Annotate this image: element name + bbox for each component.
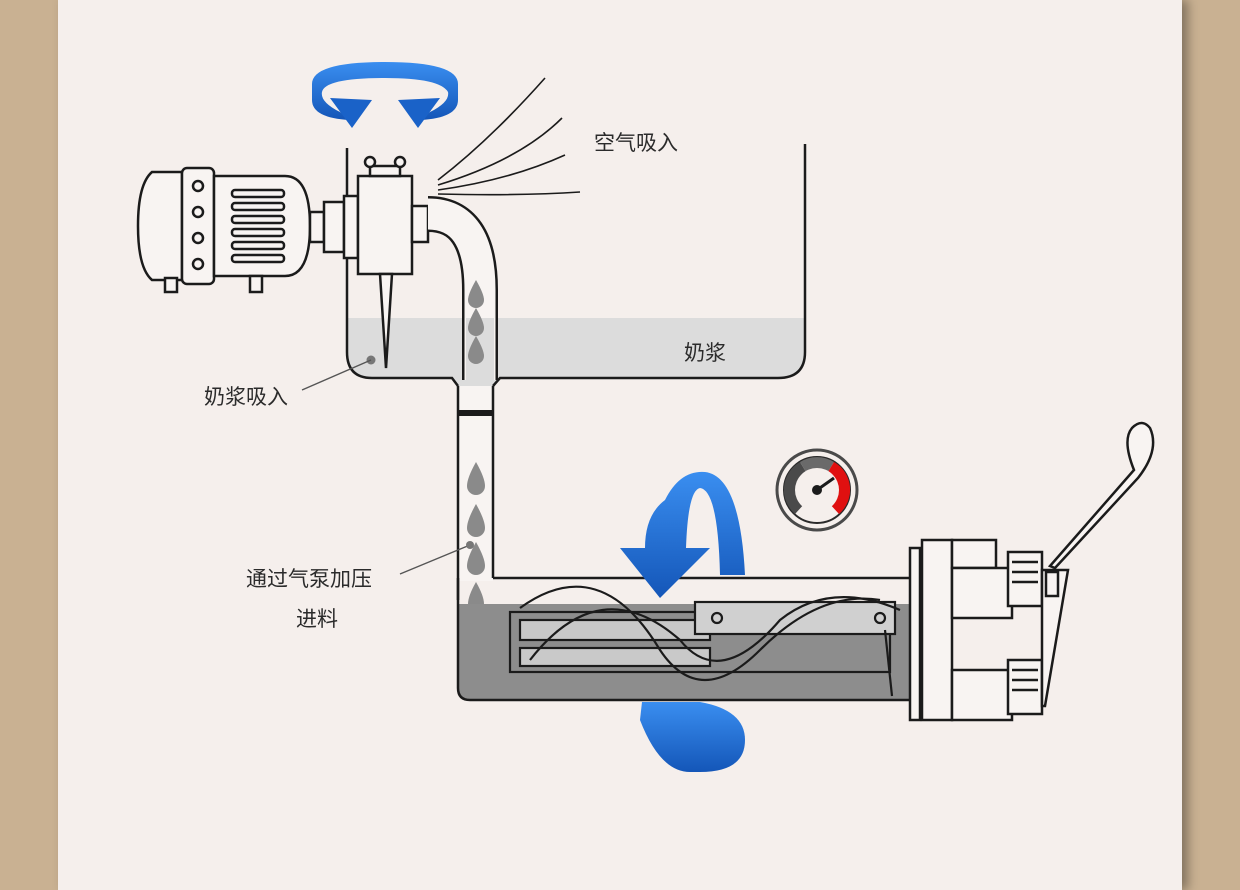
droplet-icon: [468, 308, 484, 336]
droplet-icon: [468, 582, 484, 604]
panel: [58, 0, 1182, 890]
feed-label-line1: 通过气泵加压: [246, 567, 372, 591]
feed-marker: [466, 541, 474, 549]
mixing-chamber: [456, 546, 922, 722]
label-leaders: [301, 359, 471, 575]
pressure-gauge-icon: [775, 448, 859, 532]
droplet-icons: [467, 280, 485, 604]
milk-slurry-label: 奶浆: [684, 341, 726, 365]
droplet-icon: [468, 280, 484, 308]
feed-label-line2: 进料: [296, 607, 338, 631]
motor: [136, 166, 360, 294]
rotation-arrow-icon: [312, 62, 458, 128]
droplet-icon: [467, 462, 485, 495]
air-intake-label: 空气吸入: [594, 131, 678, 155]
droplet-icon: [467, 504, 485, 537]
slurry-intake-label: 奶浆吸入: [204, 385, 288, 409]
droplet-icon: [467, 542, 485, 575]
rotation-arrow-icon: [620, 471, 745, 598]
mixing-head: [356, 155, 430, 369]
rotation-arrow-icon: [640, 702, 745, 772]
droplet-icon: [468, 336, 484, 364]
air-flow-lines: [437, 77, 581, 196]
outlet-valve: [920, 421, 1155, 722]
top-tank: [345, 144, 807, 387]
